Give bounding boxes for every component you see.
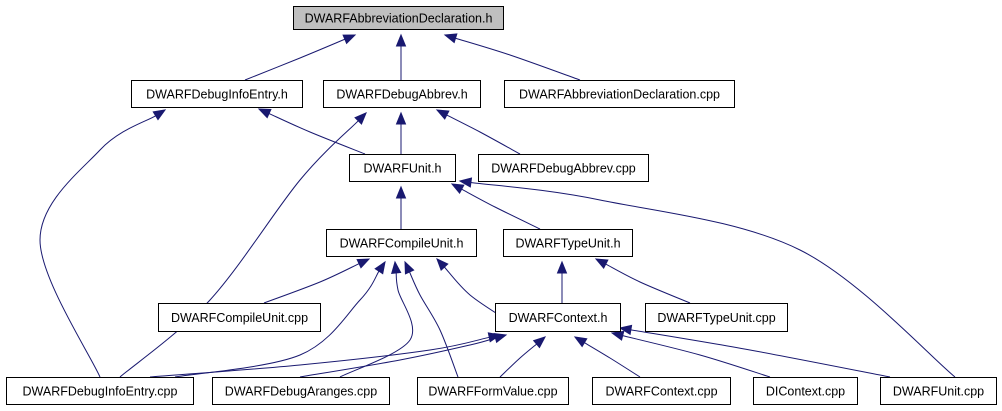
node-DebugArangesCpp[interactable]: DWARFDebugAranges.cpp — [212, 377, 390, 405]
node-FormValueCpp[interactable]: DWARFFormValue.cpp — [417, 377, 569, 405]
arrowhead-DebugArangesCpp-to-CompileUnitH — [391, 260, 402, 274]
node-box — [131, 80, 303, 108]
node-box — [645, 303, 788, 332]
node-TypeUnitCpp[interactable]: DWARFTypeUnit.cpp — [645, 303, 788, 332]
edge-UnitH-to-DebugInfoEntryH — [268, 113, 366, 155]
edge-UnitCpp-to-UnitH — [470, 181, 956, 378]
arrowhead-ContextH-to-TypeUnitH — [556, 260, 568, 274]
arrowhead-CompileUnitH-to-UnitH — [395, 185, 407, 199]
node-AbbrevDeclCpp[interactable]: DWARFAbbreviationDeclaration.cpp — [504, 80, 735, 108]
node-label: DWARFContext.h — [509, 311, 608, 325]
arrowhead-FormValueCpp-to-ContextH — [532, 336, 547, 349]
node-label: DWARFUnit.h — [363, 162, 441, 176]
edge-DebugInfoEntryCpp-to-DebugAbbrevH — [119, 120, 359, 378]
node-label: DWARFCompileUnit.cpp — [171, 311, 308, 325]
edge-DIContextCpp-to-ContextH — [622, 335, 771, 378]
node-label: DWARFUnit.cpp — [893, 385, 984, 399]
arrowhead-ContextCpp-to-ContextH — [573, 336, 588, 348]
edge-FormValueCpp-to-ContextH — [499, 343, 537, 378]
edge-DebugInfoEntryH-to-AbbrevDeclH — [244, 38, 346, 81]
node-label: DWARFContext.cpp — [605, 385, 717, 399]
arrowhead-AbbrevDeclCpp-to-AbbrevDeclH — [443, 33, 458, 44]
node-box — [6, 377, 194, 405]
node-label: DWARFTypeUnit.cpp — [657, 311, 775, 325]
arrowhead-UnitCpp-to-ContextH — [618, 324, 633, 336]
node-box — [293, 6, 504, 30]
node-label: DWARFDebugAbbrev.h — [336, 88, 467, 102]
edge-TypeUnitH-to-UnitH — [461, 188, 541, 230]
edge-DebugArangesCpp-to-ContextH — [299, 337, 496, 378]
arrowhead-CompileUnitCpp-to-CompileUnitH — [356, 258, 371, 269]
node-box — [349, 154, 456, 182]
edge-AbbrevDeclCpp-to-AbbrevDeclH — [455, 37, 581, 81]
arrowhead-DIContextCpp-to-ContextH — [610, 330, 625, 341]
arrowhead-UnitH-to-DebugAbbrevH — [395, 111, 407, 125]
node-CompileUnitH[interactable]: DWARFCompileUnit.h — [326, 229, 477, 257]
node-DebugAbbrevCpp[interactable]: DWARFDebugAbbrev.cpp — [478, 154, 649, 182]
node-AbbrevDeclH[interactable]: DWARFAbbreviationDeclaration.h — [293, 6, 504, 30]
node-DebugInfoEntryH[interactable]: DWARFDebugInfoEntry.h — [131, 80, 303, 108]
arrowhead-DebugInfoEntryCpp-to-CompileUnitH — [374, 260, 386, 275]
edge-ContextCpp-to-ContextH — [584, 342, 641, 378]
node-label: DWARFDebugAranges.cpp — [225, 385, 377, 399]
arrowhead-TypeUnitH-to-UnitH — [450, 183, 465, 195]
node-box — [158, 303, 321, 332]
arrowhead-DebugInfoEntryH-to-AbbrevDeclH — [342, 34, 357, 45]
arrowhead-DebugInfoEntryCpp-to-DebugInfoEntryH — [152, 109, 167, 121]
arrowhead-ContextH-to-CompileUnitH — [436, 258, 449, 272]
node-label: DWARFDebugInfoEntry.h — [146, 88, 288, 102]
node-DIContextCpp[interactable]: DIContext.cpp — [753, 377, 858, 405]
node-ContextCpp[interactable]: DWARFContext.cpp — [592, 377, 731, 405]
node-label: DWARFDebugAbbrev.cpp — [491, 162, 636, 176]
node-box — [503, 229, 633, 257]
node-box — [495, 303, 621, 332]
node-box — [417, 377, 569, 405]
node-box — [323, 80, 481, 108]
edge-DebugInfoEntryCpp-to-DebugInfoEntryH — [39, 115, 156, 378]
node-box — [212, 377, 390, 405]
node-UnitCpp[interactable]: DWARFUnit.cpp — [880, 377, 997, 405]
edge-CompileUnitCpp-to-CompileUnitH — [263, 263, 360, 304]
node-DebugInfoEntryCpp[interactable]: DWARFDebugInfoEntry.cpp — [6, 377, 194, 405]
node-label: DIContext.cpp — [766, 385, 845, 399]
node-box — [592, 377, 731, 405]
arrowhead-FormValueCpp-to-CompileUnitH — [404, 260, 415, 275]
arrowhead-DebugInfoEntryCpp-to-DebugAbbrevH — [354, 112, 367, 125]
node-DebugAbbrevH[interactable]: DWARFDebugAbbrev.h — [323, 80, 481, 108]
node-label: DWARFFormValue.cpp — [428, 385, 557, 399]
node-box — [478, 154, 649, 182]
node-box — [326, 229, 477, 257]
edge-DebugAbbrevCpp-to-DebugAbbrevH — [446, 114, 521, 155]
node-label: DWARFAbbreviationDeclaration.h — [305, 12, 493, 26]
node-ContextH[interactable]: DWARFContext.h — [495, 303, 621, 332]
edge-FormValueCpp-to-CompileUnitH — [409, 271, 459, 378]
node-label: DWARFDebugInfoEntry.cpp — [23, 385, 178, 399]
arrowhead-UnitCpp-to-UnitH — [458, 177, 473, 188]
arrowhead-DebugAbbrevH-to-AbbrevDeclH — [395, 33, 407, 47]
edge-DebugInfoEntryCpp-to-ContextH — [149, 336, 490, 378]
edge-DebugArangesCpp-to-CompileUnitH — [339, 272, 414, 378]
node-label: DWARFTypeUnit.h — [515, 237, 620, 251]
graph-nodes: DWARFAbbreviationDeclaration.hDWARFDebug… — [6, 6, 997, 405]
node-label: DWARFAbbreviationDeclaration.cpp — [519, 88, 720, 102]
node-box — [753, 377, 858, 405]
node-TypeUnitH[interactable]: DWARFTypeUnit.h — [503, 229, 633, 257]
node-CompileUnitCpp[interactable]: DWARFCompileUnit.cpp — [158, 303, 321, 332]
arrowhead-DebugArangesCpp-to-ContextH — [493, 333, 508, 344]
node-box — [504, 80, 735, 108]
node-UnitH[interactable]: DWARFUnit.h — [349, 154, 456, 182]
graph-edges — [39, 33, 956, 378]
edge-TypeUnitCpp-to-TypeUnitH — [605, 263, 691, 304]
arrowhead-DebugAbbrevCpp-to-DebugAbbrevH — [435, 109, 450, 120]
edge-UnitCpp-to-ContextH — [630, 329, 891, 378]
arrowhead-UnitH-to-DebugInfoEntryH — [257, 108, 272, 119]
node-label: DWARFCompileUnit.h — [340, 237, 464, 251]
arrowhead-TypeUnitCpp-to-TypeUnitH — [594, 258, 609, 269]
node-box — [880, 377, 997, 405]
